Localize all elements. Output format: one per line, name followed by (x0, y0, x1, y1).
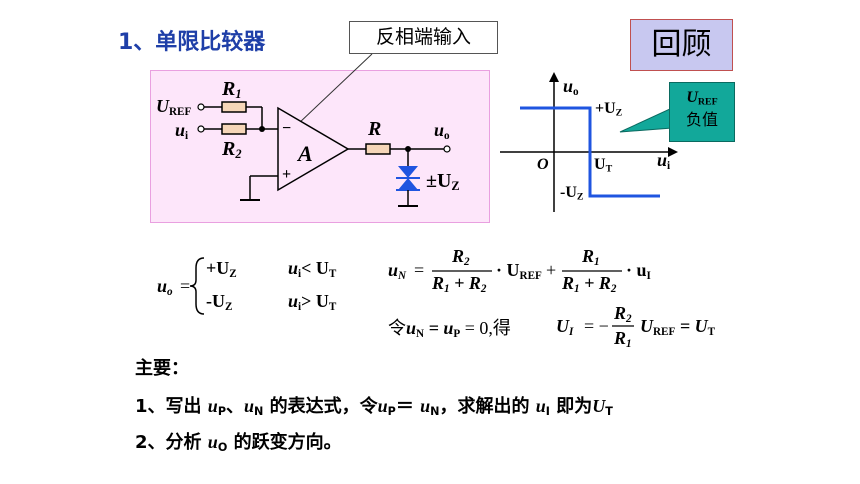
key-point-1: 1、写出 uP、uN 的表达式，令uP＝ uN，求解出的 uI 即为UT (135, 396, 613, 418)
callout-label: 反相端输入 (349, 21, 498, 54)
uo-label: uo (434, 120, 450, 142)
ui-label: ui (175, 120, 189, 142)
un-equals: = (414, 260, 425, 280)
ut-lhs: UI (556, 316, 574, 338)
uref-negative-note: UREF 负值 (669, 82, 735, 142)
zener-lower (398, 178, 418, 190)
high-level-label: +UZ (595, 100, 623, 119)
uref-label: UREF (156, 96, 192, 118)
r-label: R (368, 118, 382, 140)
review-badge: 回顾 (630, 19, 733, 71)
x-axis-label: ui (657, 150, 671, 172)
case1-condition: ui< UT (288, 258, 337, 280)
uo-terminal (443, 145, 451, 153)
ut-equals: = − (584, 316, 609, 336)
resistor-r1 (221, 101, 247, 113)
op-amp (277, 106, 350, 192)
un-frac2-den: R1 + R2 (562, 273, 617, 295)
zener-label: ±UZ (426, 170, 460, 194)
r1-label: R1 (222, 78, 242, 102)
key-point-2: 2、分析 uO 的跃变方向。 (135, 432, 342, 454)
amp-label: A (298, 141, 313, 166)
plus-input-sign: + (282, 166, 292, 183)
piecewise-brace (189, 257, 205, 315)
case1-value: +UZ (206, 258, 237, 280)
key-points-heading: 主要： (135, 358, 189, 379)
slide-title: 1、单限比较器 (118, 30, 266, 55)
threshold-label: UT (594, 156, 613, 175)
case2-value: -UZ (206, 291, 233, 313)
origin-label: O (537, 156, 549, 173)
callout-pointer (297, 53, 373, 125)
un-frac2-num: R1 (582, 246, 600, 268)
low-level-label: -UZ (560, 184, 584, 203)
un-term2: · uI (626, 260, 651, 282)
y-axis-label: uo (563, 76, 579, 98)
note-pointer (619, 107, 673, 133)
transfer-curve (520, 106, 660, 198)
un-frac1-num: R2 (452, 246, 470, 268)
case2-condition: ui> UT (288, 291, 337, 313)
uref-terminal (197, 103, 205, 111)
un-term1: · UREF (496, 260, 542, 282)
un-plus: + (546, 260, 557, 280)
let-statement: 令uN = uP = 0,得 (388, 318, 511, 340)
zener-upper (398, 166, 418, 178)
r2-label: R2 (222, 138, 242, 162)
un-frac1-den: R1 + R2 (432, 273, 487, 295)
ui-terminal (197, 125, 205, 133)
resistor-r2 (221, 123, 247, 135)
ut-frac-den: R1 (614, 328, 632, 350)
un-lhs: uN (388, 260, 407, 282)
minus-input-sign: − (282, 120, 292, 137)
ut-term: UREF = UT (640, 316, 716, 338)
ut-frac-num: R2 (614, 303, 632, 325)
junction-node (259, 126, 265, 132)
uo-lhs: uo (157, 276, 173, 298)
resistor-r (365, 143, 391, 155)
uo-equals: = (180, 276, 191, 296)
